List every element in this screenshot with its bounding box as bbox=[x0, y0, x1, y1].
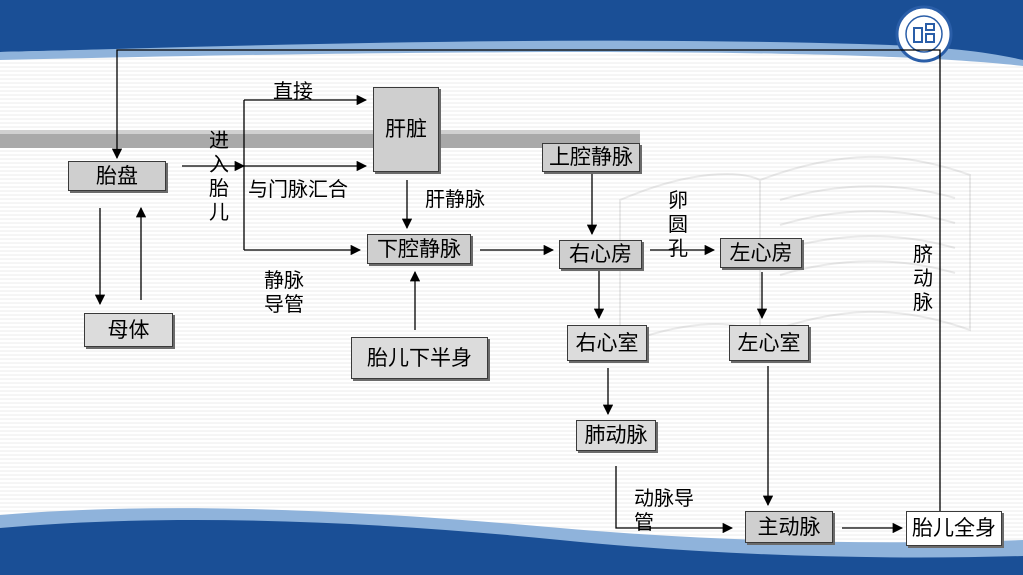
node-right-atrium: 右心房 bbox=[559, 240, 642, 269]
label-ductus-venosus: 静脉导管 bbox=[264, 268, 304, 316]
node-placenta: 胎盘 bbox=[68, 161, 166, 191]
umbilical-artery-line bbox=[111, 49, 941, 515]
label-hepatic-vein: 肝静脉 bbox=[425, 187, 485, 211]
label-umbilical-artery: 脐动脉 bbox=[913, 242, 933, 314]
node-ivc: 下腔静脉 bbox=[367, 234, 471, 264]
node-mother: 母体 bbox=[84, 313, 173, 347]
grey-stripe bbox=[0, 134, 640, 148]
node-svc: 上腔静脉 bbox=[542, 143, 640, 172]
grey-stripe-light bbox=[0, 130, 640, 134]
label-enter-fetus: 进入胎儿 bbox=[209, 128, 229, 224]
node-left-ventricle: 左心室 bbox=[729, 325, 809, 361]
top-band-highlight bbox=[0, 40, 1023, 66]
node-left-atrium: 左心房 bbox=[720, 238, 802, 268]
node-fetal-lower-body: 胎儿下半身 bbox=[351, 337, 488, 379]
label-foramen-ovale: 卵圆孔 bbox=[668, 188, 688, 260]
label-join-portal: 与门脉汇合 bbox=[248, 177, 348, 201]
node-liver: 肝脏 bbox=[373, 87, 439, 172]
node-aorta: 主动脉 bbox=[745, 511, 833, 543]
label-ductus-arteriosus: 动脉导管 bbox=[634, 486, 694, 534]
ductus-arteriosus-arrow bbox=[615, 466, 734, 534]
bottom-band bbox=[0, 519, 1023, 575]
node-fetal-whole-body: 胎儿全身 bbox=[906, 511, 1002, 546]
label-direct: 直接 bbox=[273, 79, 313, 103]
node-right-ventricle: 右心室 bbox=[567, 325, 647, 361]
node-pulmonary-artery: 肺动脉 bbox=[576, 420, 656, 451]
